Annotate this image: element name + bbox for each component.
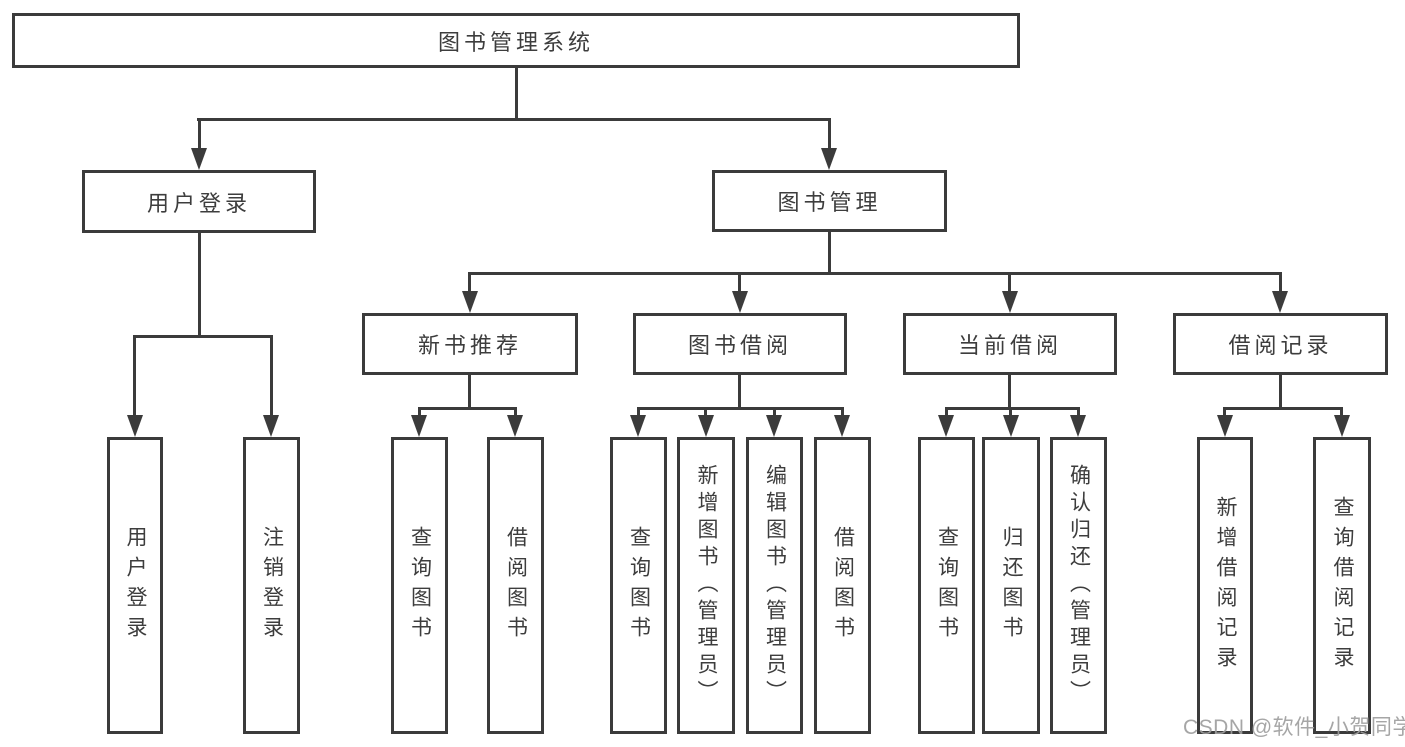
arrow-to-user-login [191, 148, 207, 170]
connector-level2-bar [469, 272, 1282, 275]
node-user-login-label: 用户登录 [146, 190, 251, 216]
connector-user-login-stem [198, 233, 201, 337]
arrow-to-confirm-return [1070, 415, 1086, 437]
leaf-borrow-query-book: 查询图书 [610, 437, 667, 734]
leaf-add-book-admin-label: 新增图书（管理员） [695, 464, 718, 707]
leaf-user-login-label: 用户登录 [124, 525, 147, 646]
arrow-to-book-borrow [732, 291, 748, 313]
node-current-borrow-label: 当前借阅 [957, 333, 1062, 358]
arrow-to-borrow-record [1272, 291, 1288, 313]
leaf-logout: 注销登录 [243, 437, 300, 734]
connector-drop-new-book-recommend [468, 272, 471, 292]
leaf-return-book: 归还图书 [982, 437, 1040, 734]
connector-drop-query-record [1340, 407, 1343, 417]
node-root: 图书管理系统 [12, 13, 1020, 68]
arrow-to-return-book [1003, 415, 1019, 437]
leaf-add-borrow-record-label: 新增借阅记录 [1214, 495, 1237, 676]
connector-current-borrow-stem [1008, 375, 1011, 409]
connector-user-login-bar [133, 335, 273, 338]
node-book-management-label: 图书管理 [777, 190, 882, 215]
arrow-to-edit-book [766, 415, 782, 437]
connector-drop-leaf-logout [270, 335, 273, 416]
leaf-add-book-admin: 新增图书（管理员） [677, 437, 735, 734]
arrow-to-current-borrow [1002, 291, 1018, 313]
connector-drop-current-query [945, 407, 948, 417]
leaf-newbook-borrow-book-label: 借阅图书 [504, 525, 528, 646]
leaf-confirm-return-admin: 确认归还（管理员） [1050, 437, 1107, 734]
connector-drop-user-login [198, 118, 201, 149]
arrow-to-leaf-user-login [127, 415, 143, 437]
connector-drop-borrow-query [637, 407, 640, 417]
connector-book-borrow-bar [637, 407, 844, 410]
connector-drop-borrow-record [1279, 272, 1282, 292]
leaf-newbook-query-book: 查询图书 [391, 437, 448, 734]
node-user-login: 用户登录 [82, 170, 316, 233]
connector-drop-newbook-query [418, 407, 421, 417]
connector-drop-current-borrow [1008, 272, 1011, 292]
arrow-to-query-record [1334, 415, 1350, 437]
node-new-book-recommend-label: 新书推荐 [417, 333, 522, 358]
arrow-to-borrow-query [630, 415, 646, 437]
connector-root-stem [515, 68, 518, 119]
connector-drop-add-record [1223, 407, 1226, 417]
leaf-confirm-return-admin-label: 确认归还（管理员） [1067, 464, 1091, 707]
connector-borrow-record-stem [1279, 375, 1282, 409]
arrow-to-current-query [938, 415, 954, 437]
leaf-borrow-query-book-label: 查询图书 [627, 525, 651, 646]
connector-drop-book-management [828, 118, 831, 149]
leaf-borrow-book-label: 借阅图书 [831, 525, 855, 646]
node-root-label: 图书管理系统 [437, 29, 594, 55]
arrow-to-borrow-book [834, 415, 850, 437]
connector-drop-confirm-return [1077, 407, 1080, 417]
leaf-edit-book-admin-label: 编辑图书（管理员） [763, 464, 787, 707]
watermark-text: CSDN @软件_小贺同学 [1183, 716, 1405, 739]
arrow-to-newbook-query [411, 415, 427, 437]
leaf-logout-label: 注销登录 [260, 525, 284, 646]
leaf-query-borrow-record: 查询借阅记录 [1313, 437, 1371, 734]
node-borrow-record-label: 借阅记录 [1228, 333, 1333, 358]
leaf-newbook-borrow-book: 借阅图书 [487, 437, 544, 734]
connector-new-book-recommend-bar [418, 407, 517, 410]
node-borrow-record: 借阅记录 [1173, 313, 1388, 375]
arrow-to-new-book-recommend [462, 291, 478, 313]
arrow-to-leaf-logout [263, 415, 279, 437]
connector-drop-newbook-borrow [514, 407, 517, 417]
connector-book-borrow-stem [738, 375, 741, 409]
node-book-management: 图书管理 [712, 170, 947, 232]
connector-drop-return-book [1009, 407, 1012, 417]
connector-drop-add-book [704, 407, 707, 417]
connector-drop-book-borrow [738, 272, 741, 292]
leaf-borrow-book: 借阅图书 [814, 437, 871, 734]
node-new-book-recommend: 新书推荐 [362, 313, 578, 375]
leaf-newbook-query-book-label: 查询图书 [408, 525, 432, 646]
leaf-edit-book-admin: 编辑图书（管理员） [746, 437, 803, 734]
connector-borrow-record-bar [1223, 407, 1343, 410]
connector-new-book-recommend-stem [468, 375, 471, 409]
node-book-borrow: 图书借阅 [633, 313, 847, 375]
connector-book-management-stem [828, 232, 831, 274]
leaf-return-book-label: 归还图书 [1000, 525, 1023, 646]
arrow-to-add-record [1217, 415, 1233, 437]
leaf-user-login: 用户登录 [107, 437, 163, 734]
connector-current-borrow-bar [945, 407, 1080, 410]
arrow-to-newbook-borrow [507, 415, 523, 437]
arrow-to-add-book [698, 415, 714, 437]
leaf-current-query-book: 查询图书 [918, 437, 975, 734]
arrow-to-book-management [821, 148, 837, 170]
leaf-current-query-book-label: 查询图书 [935, 525, 959, 646]
leaf-add-borrow-record: 新增借阅记录 [1197, 437, 1253, 734]
node-current-borrow: 当前借阅 [903, 313, 1117, 375]
connector-drop-edit-book [773, 407, 776, 417]
leaf-query-borrow-record-label: 查询借阅记录 [1331, 495, 1354, 676]
connector-drop-borrow-book [841, 407, 844, 417]
connector-level1-bar [197, 118, 831, 121]
connector-drop-leaf-user-login [133, 335, 136, 416]
node-book-borrow-label: 图书借阅 [687, 333, 792, 358]
